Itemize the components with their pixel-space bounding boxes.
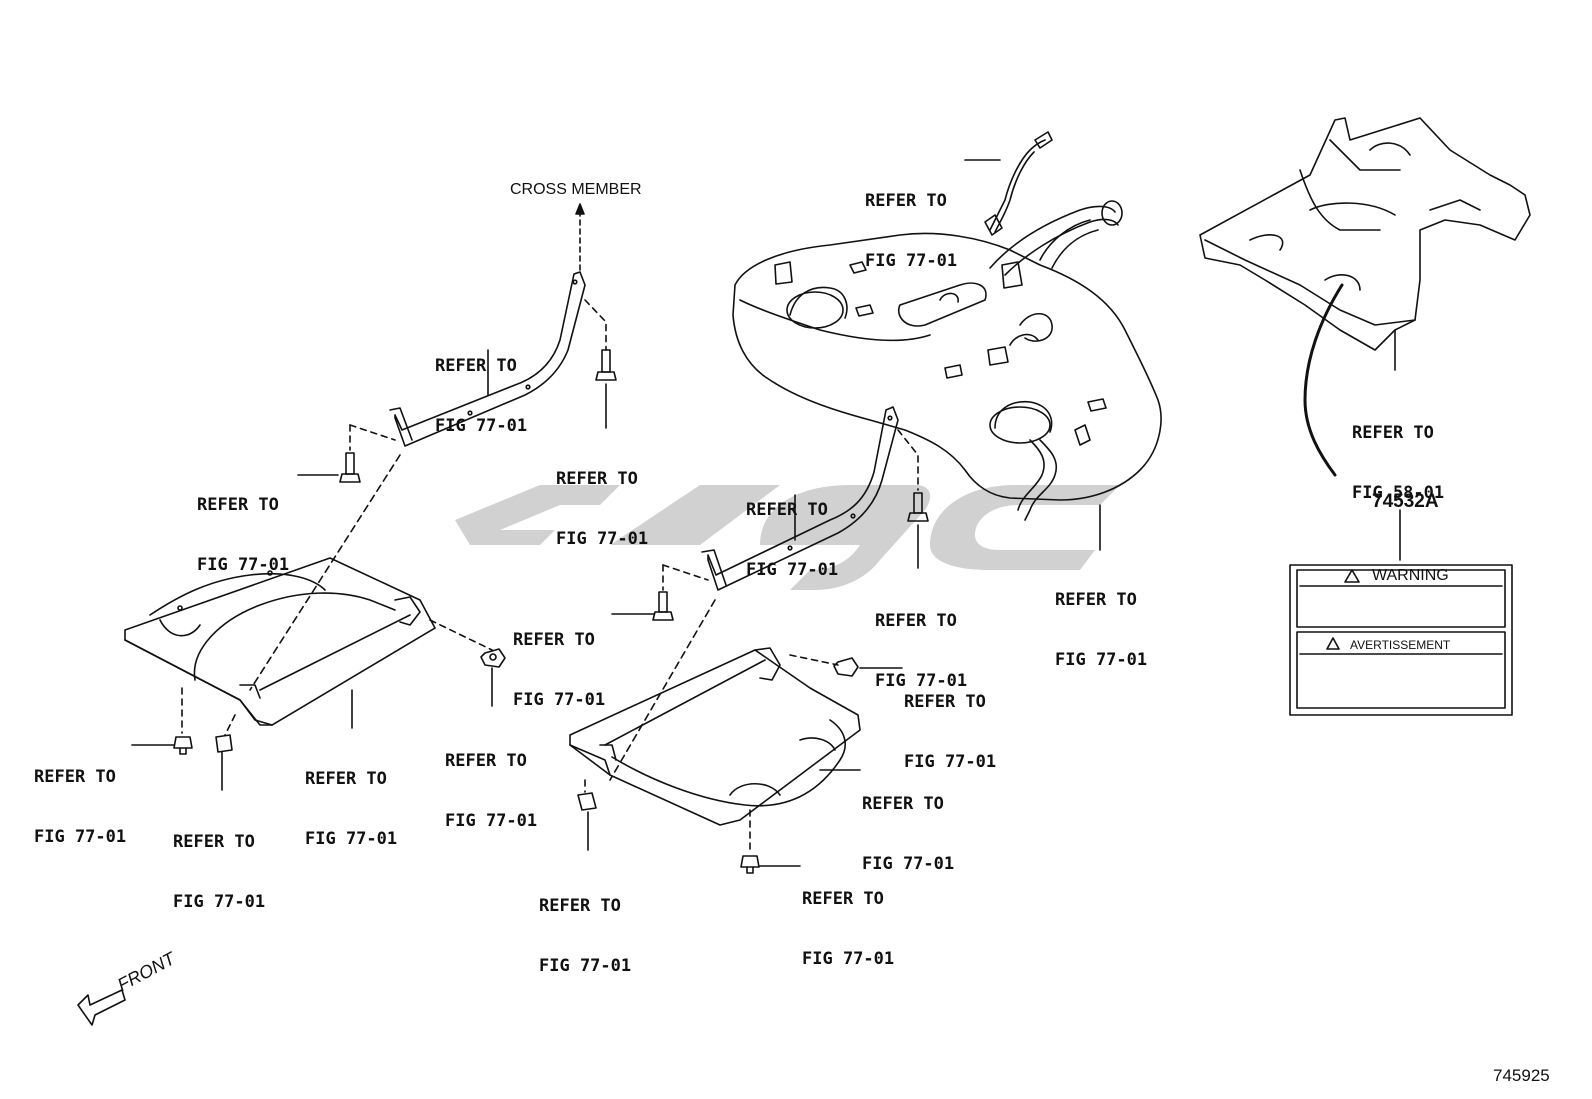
callout-line1: REFER TO	[556, 469, 638, 489]
callout-line1: REFER TO	[197, 495, 279, 515]
fuel-tank-undercover-left	[124, 557, 436, 726]
clip-nut-right	[833, 657, 859, 677]
callout-nut-left: REFER TO FIG 77-01	[445, 711, 537, 871]
callout-clip-right-a: REFER TO FIG 77-01	[539, 856, 631, 1016]
callout-line2: FIG 77-01	[435, 416, 528, 436]
clip-nut-left	[480, 648, 506, 668]
callout-fuel-tank: REFER TO FIG 77-01	[1055, 550, 1147, 710]
callout-line1: REFER TO	[173, 832, 255, 852]
callout-clip-left-b: REFER TO FIG 77-01	[173, 792, 265, 952]
bolt-center-lower	[652, 591, 674, 621]
bolt-left-lower	[339, 452, 361, 483]
bolt-center-upper	[907, 492, 929, 522]
callout-line1: REFER TO	[802, 889, 884, 909]
callout-line1: REFER TO	[904, 692, 986, 712]
callout-strap-rear: REFER TO FIG 77-01	[435, 316, 527, 476]
callout-bolt-upper-left: REFER TO FIG 77-01	[556, 429, 648, 589]
callout-line2: FIG 58-01	[1352, 483, 1445, 503]
callout-clip-left-a: REFER TO FIG 77-01	[34, 727, 126, 887]
callout-line2: FIG 77-01	[862, 854, 955, 874]
callout-strap-front: REFER TO FIG 77-01	[746, 460, 838, 620]
avertissement-label-text: AVERTISSEMENT	[1350, 638, 1451, 652]
fuel-tank	[732, 131, 1162, 521]
callout-sender-harness: REFER TO FIG 77-01	[865, 151, 957, 311]
callout-line2: FIG 77-01	[1055, 650, 1148, 670]
watermark-logo	[455, 485, 1120, 590]
cross-member-label: CROSS MEMBER	[510, 181, 642, 198]
callout-line1: REFER TO	[34, 767, 116, 787]
callout-line1: REFER TO	[539, 896, 621, 916]
callout-line1: REFER TO	[1352, 423, 1434, 443]
callout-bolt-lower-left: REFER TO FIG 77-01	[197, 455, 289, 615]
callout-line1: REFER TO	[865, 191, 947, 211]
callout-line2: FIG 77-01	[746, 560, 839, 580]
callout-line1: REFER TO	[875, 611, 957, 631]
rear-floor-panel	[1199, 117, 1531, 351]
callout-line1: REFER TO	[305, 769, 387, 789]
fuel-tank-strap-rear	[389, 271, 586, 447]
callout-line2: FIG 77-01	[445, 811, 538, 831]
callout-line1: REFER TO	[513, 630, 595, 650]
callout-bolt-center-lower: REFER TO FIG 77-01	[513, 590, 605, 750]
callout-line2: FIG 77-01	[305, 829, 398, 849]
clip-left-b	[215, 734, 233, 753]
fuel-tank-undercover-right	[569, 647, 861, 826]
callout-line2: FIG 77-01	[865, 251, 958, 271]
bolt-left-upper	[595, 349, 617, 381]
clip-left-a	[173, 736, 193, 755]
callout-line2: FIG 77-01	[556, 529, 649, 549]
callout-line2: FIG 77-01	[539, 956, 632, 976]
callout-line1: REFER TO	[445, 751, 527, 771]
callout-nut-right: REFER TO FIG 77-01	[904, 652, 996, 812]
callout-line2: FIG 77-01	[875, 671, 968, 691]
clip-right-b	[740, 855, 760, 874]
callout-undercover-left: REFER TO FIG 77-01	[305, 729, 397, 889]
clip-right-a	[577, 792, 597, 811]
callout-line2: FIG 77-01	[197, 555, 290, 575]
callout-line1: REFER TO	[862, 794, 944, 814]
warning-label	[1289, 564, 1513, 716]
callout-line2: FIG 77-01	[802, 949, 895, 969]
callout-line2: FIG 77-01	[173, 892, 266, 912]
part-number-74532a: 74532A	[1372, 491, 1439, 512]
front-arrow	[77, 989, 126, 1026]
callout-bolt-center-upper: REFER TO FIG 77-01	[875, 571, 967, 731]
fuel-tank-strap-front	[701, 406, 899, 591]
callout-line2: FIG 77-01	[513, 690, 606, 710]
callout-line1: REFER TO	[746, 500, 828, 520]
callout-line2: FIG 77-01	[904, 752, 997, 772]
callout-floor-panel: REFER TO FIG 58-01	[1352, 383, 1444, 543]
callout-undercover-right: REFER TO FIG 77-01	[862, 754, 954, 914]
callout-line2: FIG 77-01	[34, 827, 127, 847]
warning-label-text: WARNING	[1372, 567, 1449, 584]
figure-number: 745925	[1493, 1066, 1550, 1085]
callout-line1: REFER TO	[435, 356, 517, 376]
callout-line1: REFER TO	[1055, 590, 1137, 610]
callout-clip-right-b: REFER TO FIG 77-01	[802, 849, 894, 1009]
